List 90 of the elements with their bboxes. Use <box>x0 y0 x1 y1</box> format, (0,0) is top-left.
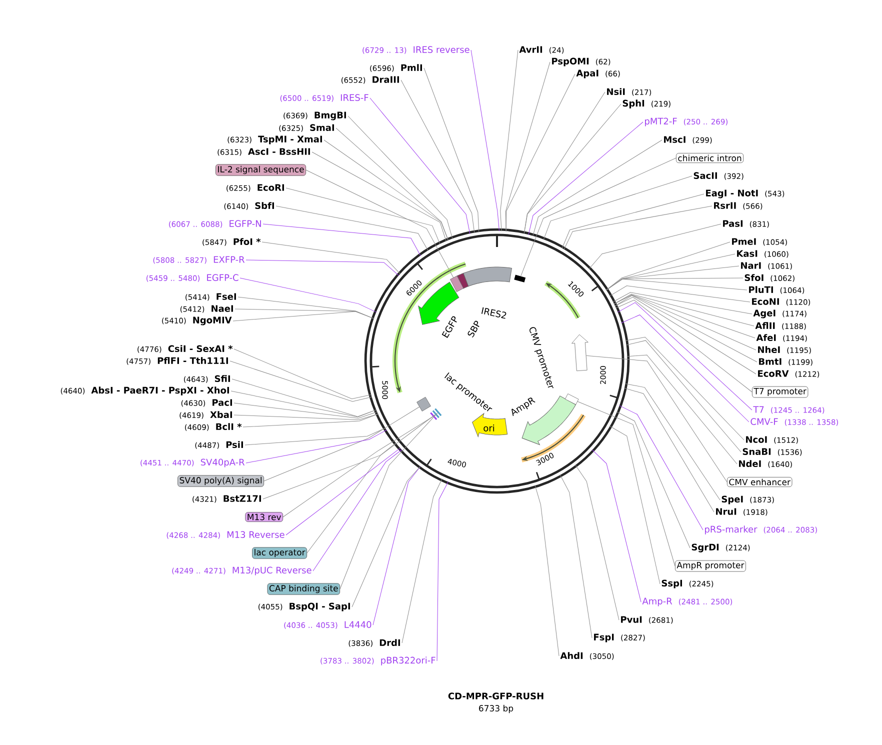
leader-line <box>588 224 722 270</box>
leader-line <box>528 122 644 236</box>
leader-line <box>614 294 756 350</box>
leader-line <box>370 98 470 234</box>
leader-line <box>577 401 676 566</box>
leader-line <box>520 158 676 276</box>
leader-line <box>470 50 500 232</box>
feature-bar <box>450 276 464 292</box>
leader-line <box>264 406 420 482</box>
leader-line <box>424 68 480 233</box>
leader-line <box>312 449 402 572</box>
leader-line <box>626 354 738 464</box>
leader-line <box>524 104 622 234</box>
leader-line <box>506 74 576 232</box>
feature-box: IL-2 signal sequence <box>216 164 306 176</box>
leader-line <box>402 478 442 644</box>
leader-line <box>606 242 730 290</box>
leader-line <box>286 188 440 244</box>
feature-box: lac operator <box>252 547 307 559</box>
leader-line <box>564 206 712 250</box>
feature-stripe <box>432 410 440 418</box>
leader-line <box>606 266 740 290</box>
leader-line <box>276 206 428 252</box>
leader-line <box>616 412 690 548</box>
leader-line <box>306 414 436 554</box>
feature-box: AmpR promoter <box>675 560 746 572</box>
leader-line <box>592 449 642 602</box>
feature-name: IRES2 <box>481 307 506 319</box>
feature-box: CMV enhancer <box>727 477 792 487</box>
leader-line <box>615 300 752 392</box>
leader-line <box>230 360 372 402</box>
map-caption: 6733 bp <box>479 704 514 714</box>
leader-line <box>282 416 433 518</box>
leader-line <box>234 414 379 420</box>
leader-line <box>618 405 704 530</box>
leader-line <box>626 340 742 452</box>
feature-bar <box>514 274 526 282</box>
feature-box: CAP binding site <box>267 583 340 595</box>
leader-line <box>609 426 660 584</box>
leader-line <box>234 402 378 419</box>
leader-line <box>238 296 374 319</box>
leader-line <box>262 242 401 274</box>
feature-arrow <box>572 334 588 372</box>
map-title: CD-MPR-GFP-RUSH <box>448 692 544 700</box>
leader-line <box>336 128 449 241</box>
leader-line <box>500 50 518 232</box>
leader-line <box>574 464 620 620</box>
feature-name: ori <box>484 424 494 432</box>
leader-line <box>372 466 421 626</box>
leader-line <box>232 378 377 417</box>
leader-line <box>560 474 592 638</box>
feature-block <box>416 396 431 412</box>
leader-line <box>262 224 421 256</box>
feature-box: T7 promoter <box>752 386 808 398</box>
leader-line <box>612 292 752 314</box>
leader-line <box>624 383 720 500</box>
leader-line <box>352 466 421 608</box>
feature-stripe <box>434 408 442 416</box>
leader-line <box>244 428 386 446</box>
plasmid-ring <box>364 228 630 494</box>
leader-line <box>614 295 758 362</box>
leader-line <box>436 481 449 662</box>
leader-line <box>621 314 750 422</box>
feature-block <box>564 394 579 405</box>
leader-line <box>286 448 401 536</box>
leader-line <box>617 302 752 410</box>
leader-line <box>614 296 756 374</box>
leader-line <box>242 414 379 428</box>
leader-line <box>505 62 550 232</box>
leader-line <box>534 485 560 656</box>
leader-line <box>306 170 454 278</box>
leader-line <box>625 336 744 440</box>
leader-line <box>609 286 750 302</box>
leader-line <box>624 388 714 512</box>
feature-box: chimeric intron <box>676 153 744 163</box>
leader-line <box>240 278 377 313</box>
leader-line <box>543 176 692 240</box>
leader-line <box>312 152 446 242</box>
leader-line <box>532 140 662 236</box>
leader-line <box>400 80 475 234</box>
leader-line <box>246 430 388 464</box>
feature-box: SV40 poly(A) signal <box>178 475 264 487</box>
leader-line <box>262 442 396 500</box>
leader-line <box>246 260 400 276</box>
feature-box: M13 rev <box>245 512 283 522</box>
leader-line <box>340 412 438 590</box>
leader-line <box>586 355 728 482</box>
leader-line <box>562 194 704 249</box>
leader-line <box>234 348 372 400</box>
leader-line <box>348 116 453 240</box>
